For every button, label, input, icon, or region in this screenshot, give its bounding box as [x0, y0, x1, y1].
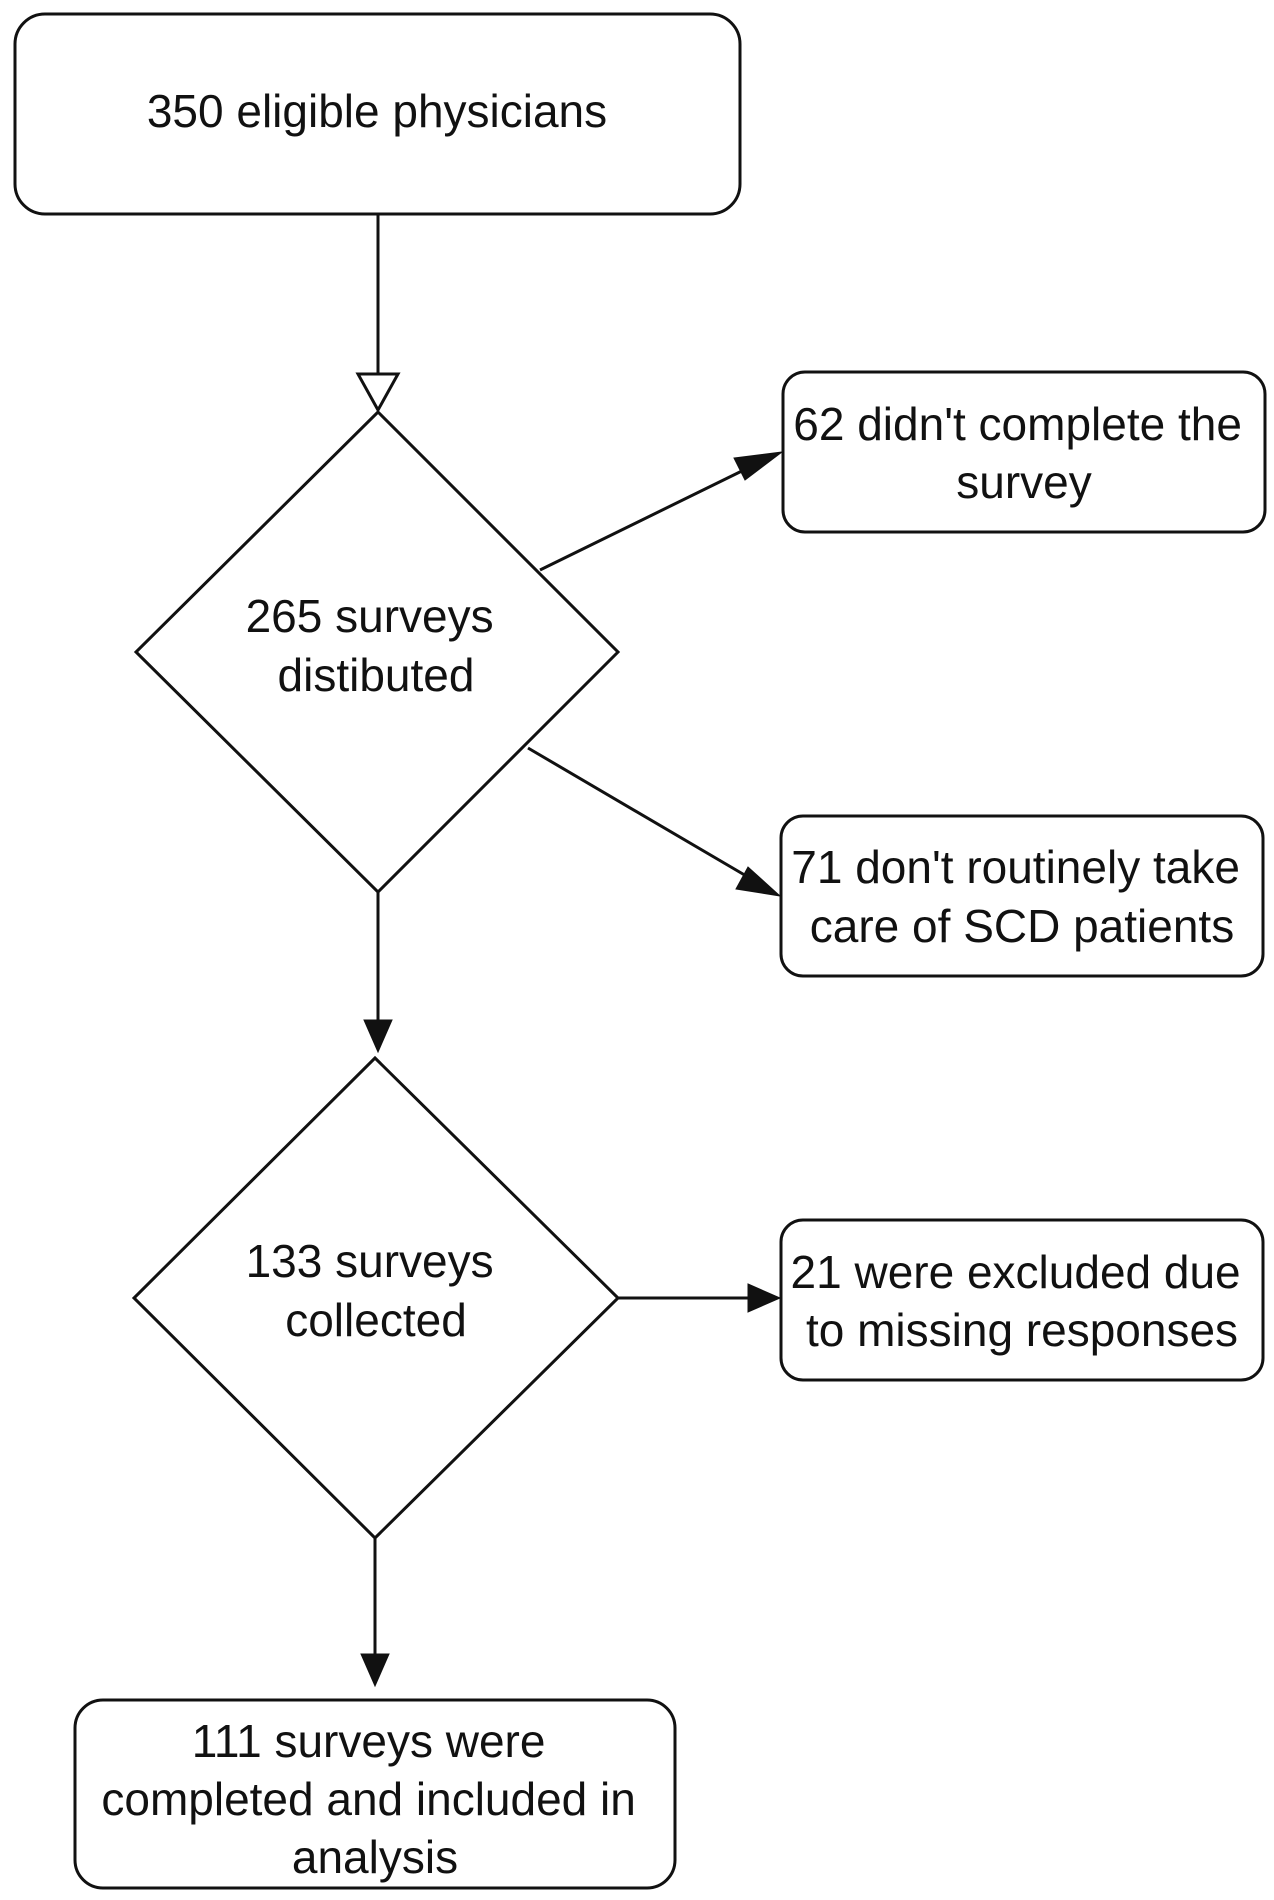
arrowhead-to-completed	[360, 1653, 390, 1688]
connector-distributed-to-not-routine	[527, 746, 749, 879]
node-surveys-collected	[131, 1055, 621, 1541]
node-excluded-missing-label: 21 were excluded due to missing response…	[791, 1246, 1254, 1356]
node-eligible-physicians-label: 350 eligible physicians	[147, 85, 607, 137]
node-not-completed	[781, 370, 1267, 534]
node-not-routine-care-label: 71 don't routinely take care of SCD pati…	[791, 841, 1252, 952]
arrowhead-to-not-routine	[735, 866, 782, 897]
arrowhead-to-not-completed	[733, 451, 784, 481]
node-eligible-physicians	[13, 12, 742, 216]
open-arrowhead	[355, 372, 401, 414]
node-surveys-distributed	[133, 409, 621, 895]
node-completed-included-label: 111 surveys were completed and included …	[101, 1715, 648, 1883]
node-surveys-collected-label: 133 surveys collected	[246, 1235, 507, 1346]
node-excluded-missing	[779, 1218, 1265, 1382]
node-surveys-distributed-label: 265 surveys distibuted	[246, 590, 507, 701]
connector-distributed-to-not-completed	[539, 465, 751, 572]
node-not-routine-care	[779, 814, 1265, 978]
node-not-completed-label: 62 didn't complete the survey	[793, 398, 1254, 508]
node-completed-included	[73, 1698, 677, 1890]
arrowhead-to-collected	[363, 1019, 393, 1054]
arrowhead-to-excluded	[747, 1283, 782, 1313]
